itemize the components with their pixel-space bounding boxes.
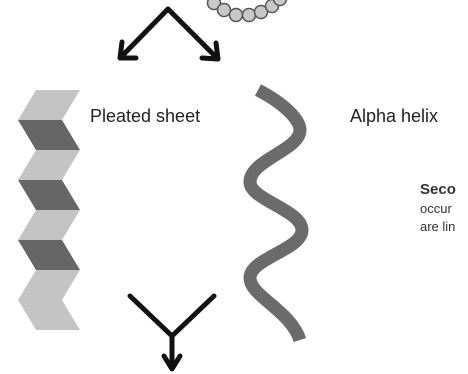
sheet-strand [18, 300, 80, 330]
bead [272, 0, 288, 7]
merge-arrow [127, 293, 217, 372]
split-arrow [117, 6, 221, 62]
bead [216, 2, 232, 18]
secondary-structure-caption: Seco occur are lin [420, 180, 468, 236]
sheet-strand [18, 90, 80, 120]
bead [206, 0, 222, 11]
bead [228, 7, 244, 23]
pleated-sheet-shape [18, 90, 80, 330]
sheet-strand [18, 270, 80, 300]
sheet-strand [18, 150, 80, 180]
sheet-strand [18, 180, 80, 210]
alpha-helix-label: Alpha helix [350, 106, 439, 126]
sheet-strand [18, 120, 80, 150]
caption-line: occur [420, 201, 452, 216]
caption-line: are lin [420, 219, 456, 234]
amino-acid-bead-chain [206, 0, 288, 23]
bead [241, 7, 257, 23]
caption-title: Seco [420, 181, 456, 198]
sheet-strand [18, 210, 80, 240]
alpha-helix-shape [243, 84, 309, 343]
sheet-strand [18, 240, 80, 270]
bead [253, 4, 269, 20]
pleated-sheet-label: Pleated sheet [90, 106, 201, 126]
